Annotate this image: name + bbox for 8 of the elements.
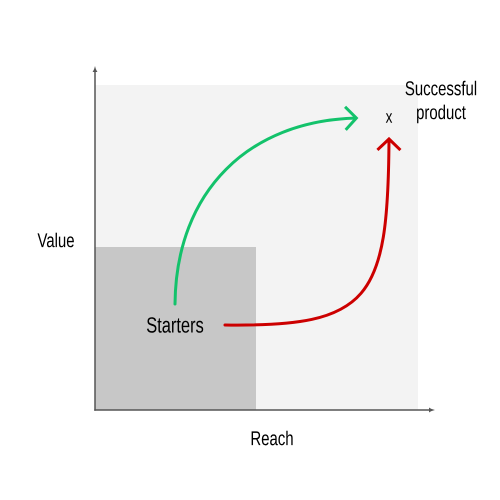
text-label: Starters: [146, 317, 204, 333]
curved-arrow: [174, 106, 358, 306]
x-marker: x: [386, 113, 392, 123]
axis-label: Value: [38, 232, 74, 248]
annotation-label: Successful product: [406, 80, 476, 124]
axis-label: Reach: [252, 430, 293, 446]
shaded-quadrant: [95, 247, 256, 410]
curved-arrow: [223, 136, 402, 326]
